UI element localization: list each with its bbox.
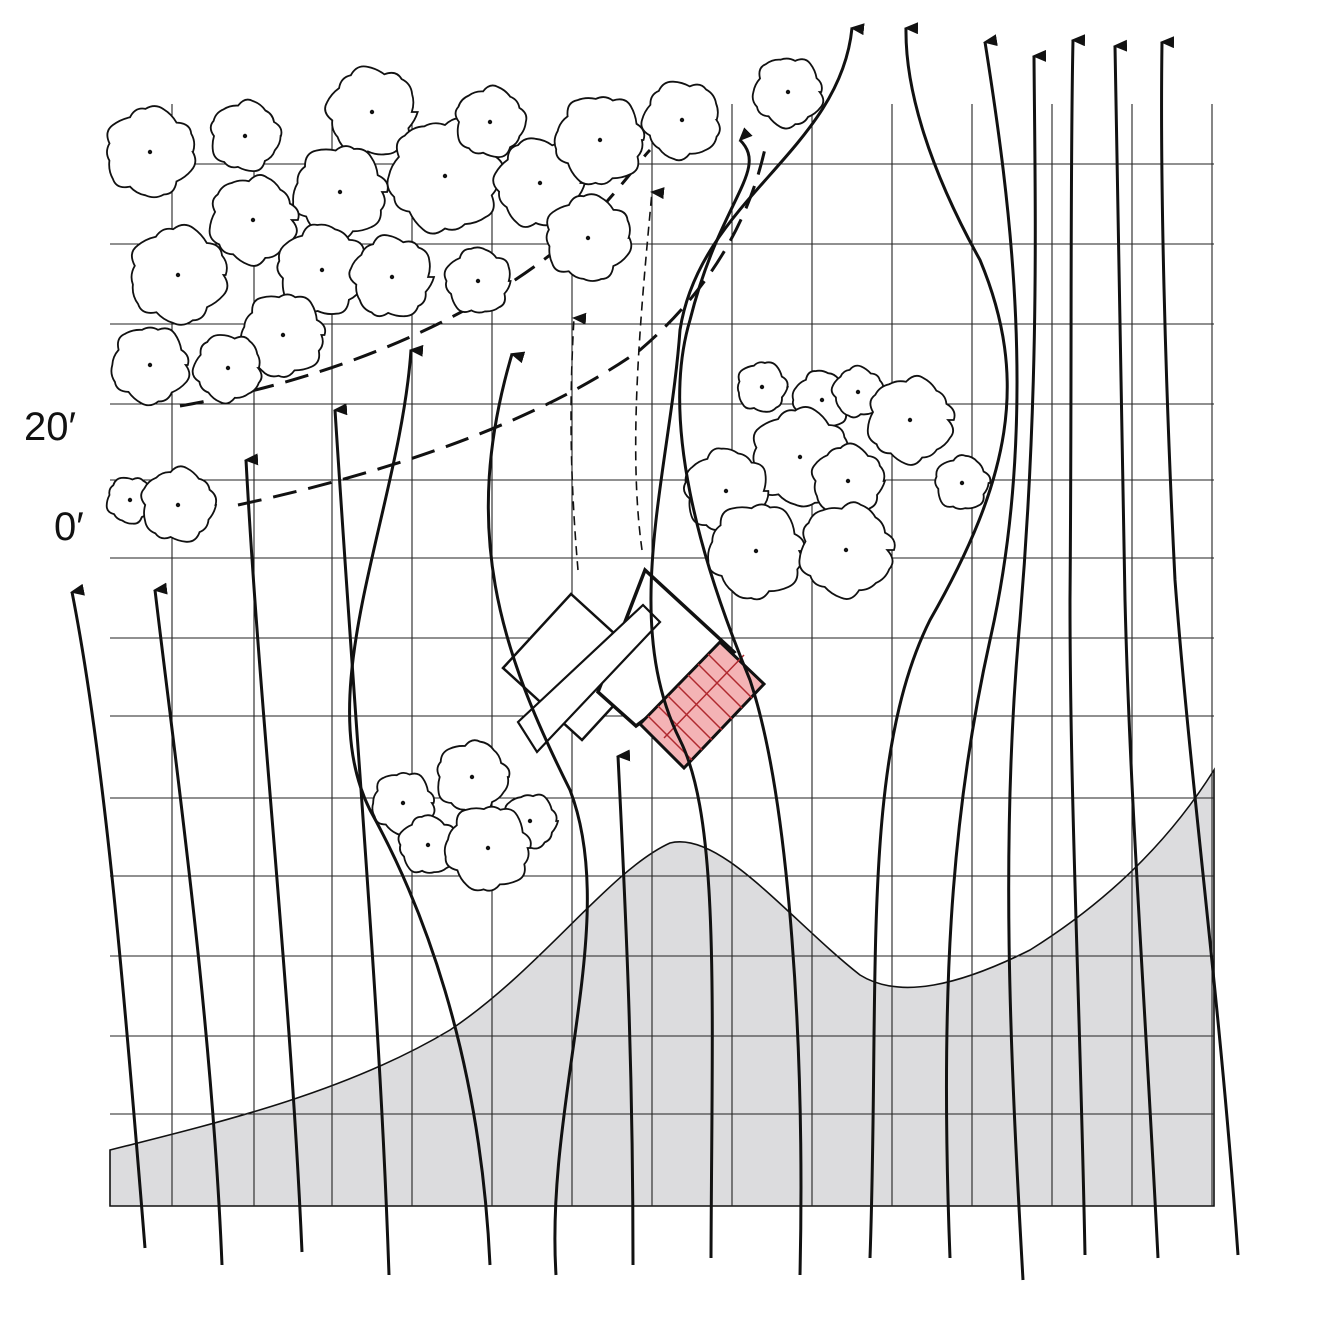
site-grid [110, 104, 1214, 1206]
tree-canopy-icon [443, 246, 512, 314]
tree-canopy-icon [934, 454, 992, 510]
tree-canopy-icon [348, 234, 436, 318]
wind-flow-arrow [486, 351, 589, 1276]
dashed-flow-arrow [634, 187, 665, 551]
ground-shade [109, 767, 1215, 1207]
tree-canopy-icon [454, 84, 528, 159]
tree-canopy-icon [276, 223, 369, 315]
building-main [595, 566, 737, 729]
tree-canopy-icon [866, 374, 956, 466]
wind-flow-arrow [944, 34, 1019, 1259]
tree-canopy-icon [798, 501, 896, 600]
tree-canopy-icon [140, 465, 218, 543]
tree-canopy-icon [751, 57, 825, 130]
tree-canopy-icon [397, 814, 459, 874]
wind-flow-arrow [1068, 34, 1087, 1256]
tree-canopy-icon [110, 326, 191, 407]
tree-canopy-icon [553, 96, 646, 186]
wind-flow-arrow [348, 344, 492, 1266]
building [501, 566, 767, 771]
contour-label-20ft: 20′ [24, 405, 76, 449]
wind-flow-arrow [153, 582, 224, 1266]
deck-surface [637, 639, 767, 771]
tree-canopy-icon [324, 65, 419, 157]
tree-canopy-icon [640, 80, 721, 162]
tree-clusters [105, 57, 992, 892]
wind-flow-arrow [1113, 39, 1160, 1259]
wind-flow-arrow [649, 23, 865, 1259]
wind-flow-arrow [1007, 49, 1047, 1281]
dashed-flow-arrow [570, 312, 587, 571]
wind-flow-arrow [70, 583, 147, 1249]
tree-canopy-icon [209, 98, 283, 173]
wind-flow-arrow [333, 403, 391, 1276]
contour-0ft [237, 143, 768, 507]
wind-flow-arrow [1160, 36, 1240, 1256]
wind-flow-arrow [868, 22, 1009, 1259]
tree-canopy-icon [191, 334, 263, 405]
wind-flow-arrow [678, 127, 803, 1276]
tree-canopy-icon [707, 503, 806, 601]
tree-canopy-icon [292, 145, 389, 241]
tree-canopy-icon [436, 739, 511, 814]
dashed-flow-arrows [570, 187, 665, 571]
tree-canopy-icon [106, 105, 197, 199]
tree-canopy-icon [130, 223, 229, 326]
wind-flow-arrow [616, 749, 635, 1266]
tree-canopy-icon [736, 361, 789, 413]
tree-canopy-icon [105, 476, 155, 525]
wind-flow-arrow [244, 453, 304, 1253]
tree-canopy-icon [239, 293, 327, 378]
wind-flow-arrows [70, 22, 1240, 1281]
contour-label-0ft: 0′ [54, 505, 84, 549]
contour-20ft [179, 148, 652, 408]
tree-canopy-icon [545, 193, 633, 282]
contour-lines [179, 143, 768, 507]
tree-canopy-icon [443, 805, 532, 892]
building-bar [516, 603, 662, 754]
tree-canopy-icon [208, 174, 300, 267]
